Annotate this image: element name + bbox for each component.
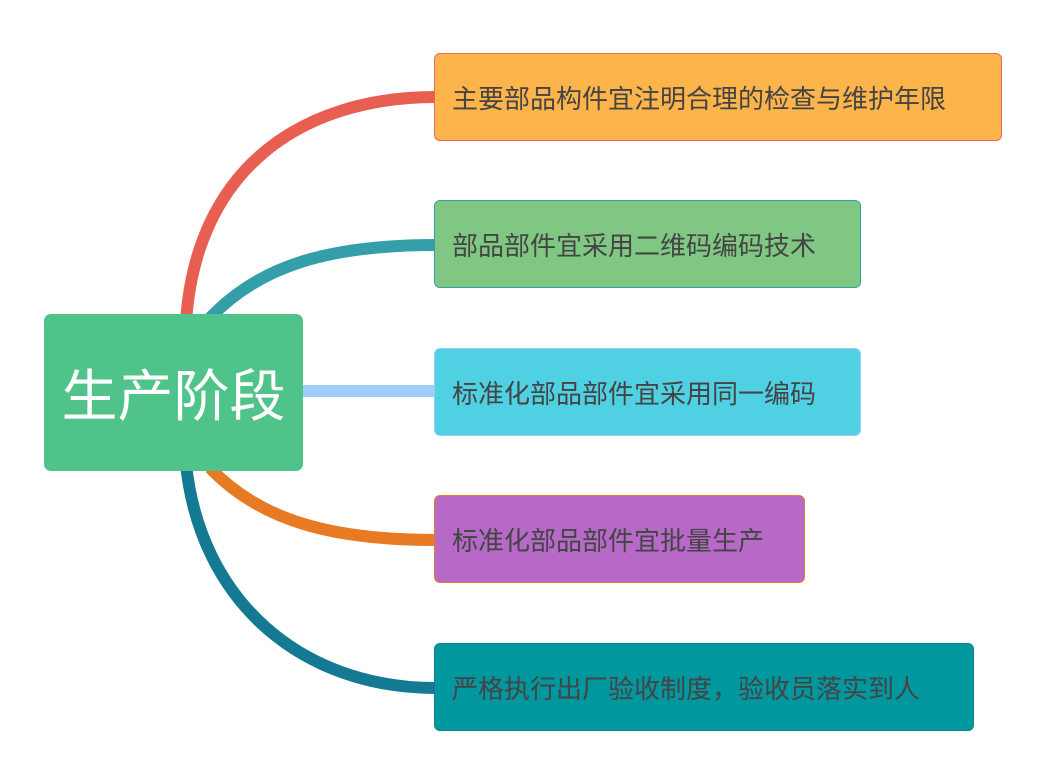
topic-node-5[interactable]: 严格执行出厂验收制度，验收员落实到人	[434, 643, 974, 731]
topic-label: 严格执行出厂验收制度，验收员落实到人	[452, 674, 921, 705]
connector-branch-1	[180, 91, 442, 328]
topic-node-1[interactable]: 主要部品构件宜注明合理的检查与维护年限	[434, 53, 1002, 141]
topic-label: 部品部件宜采用二维码编码技术	[452, 231, 817, 262]
connector-branch-2	[205, 239, 437, 323]
topic-node-3[interactable]: 标准化部品部件宜采用同一编码	[434, 348, 861, 436]
connector-branch-4	[205, 463, 437, 546]
central-topic[interactable]: 生产阶段	[44, 314, 303, 471]
connector-branch-5	[180, 463, 437, 694]
topic-node-2[interactable]: 部品部件宜采用二维码编码技术	[434, 200, 861, 288]
central-topic-label: 生产阶段	[61, 365, 286, 430]
topic-label: 标准化部品部件宜采用同一编码	[452, 379, 817, 410]
topic-label: 标准化部品部件宜批量生产	[452, 526, 765, 557]
topic-node-4[interactable]: 标准化部品部件宜批量生产	[434, 495, 805, 583]
topic-label: 主要部品构件宜注明合理的检查与维护年限	[452, 84, 947, 115]
